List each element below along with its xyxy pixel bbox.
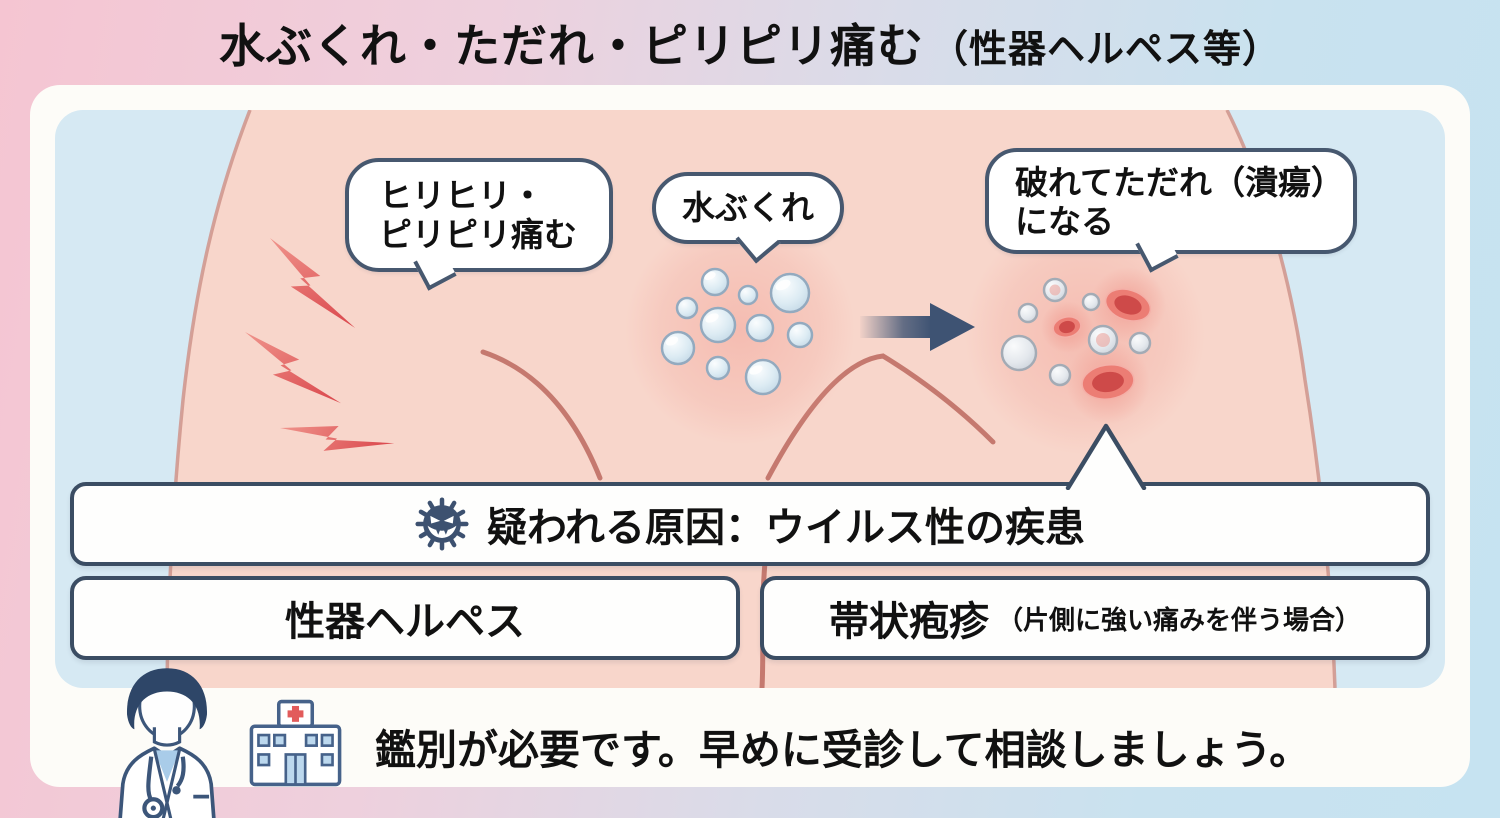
- doctor-icon: [118, 668, 216, 818]
- pain-marks-icon: [245, 238, 395, 451]
- disease-box-genital-herpes: 性器ヘルペス: [70, 576, 740, 660]
- speech-bubble-ulcer: 破れてただれ（潰瘍） になる: [985, 148, 1357, 273]
- advice-message: 鑑別が必要です。早めに受診して相談しましょう。: [375, 727, 1311, 773]
- speech-bubble-pain: ヒリヒリ・ ピリピリ痛む: [345, 158, 613, 291]
- callout-pointer: [1065, 423, 1147, 490]
- title-main: 水ぶくれ・ただれ・ピリピリ痛む: [218, 20, 924, 72]
- ulcers-graphic: [1000, 267, 1166, 424]
- disease-left-label: 性器ヘルペス: [285, 600, 525, 644]
- disease-box-shingles: 帯状疱疹 （片側に強い痛みを伴う場合）: [760, 576, 1430, 660]
- hospital-icon: [249, 699, 342, 787]
- bubble-pain-line2: ピリピリ痛む: [379, 215, 577, 253]
- blisters-graphic: [660, 267, 814, 396]
- bubble-ulcer-line1: 破れてただれ（潰瘍）: [1015, 164, 1345, 201]
- arrow-icon: [860, 303, 975, 351]
- speech-bubble-blister: 水ぶくれ: [652, 172, 844, 264]
- disease-right-label: 帯状疱疹: [828, 600, 989, 644]
- bubble-ulcer-line2: になる: [1015, 202, 1114, 240]
- virus-icon: [415, 497, 469, 551]
- disease-right-note: （片側に強い痛みを伴う場合）: [996, 604, 1361, 635]
- bubble-blister-label: 水ぶくれ: [682, 188, 814, 226]
- title-sub: （性器ヘルペス等）: [929, 29, 1281, 71]
- cause-box: 疑われる原因：ウイルス性の疾患: [70, 482, 1430, 566]
- page-title: 水ぶくれ・ただれ・ピリピリ痛む（性器ヘルペス等）: [0, 10, 1500, 76]
- bubble-pain-line1: ヒリヒリ・: [379, 177, 544, 214]
- cause-label: 疑われる原因：ウイルス性の疾患: [487, 506, 1085, 550]
